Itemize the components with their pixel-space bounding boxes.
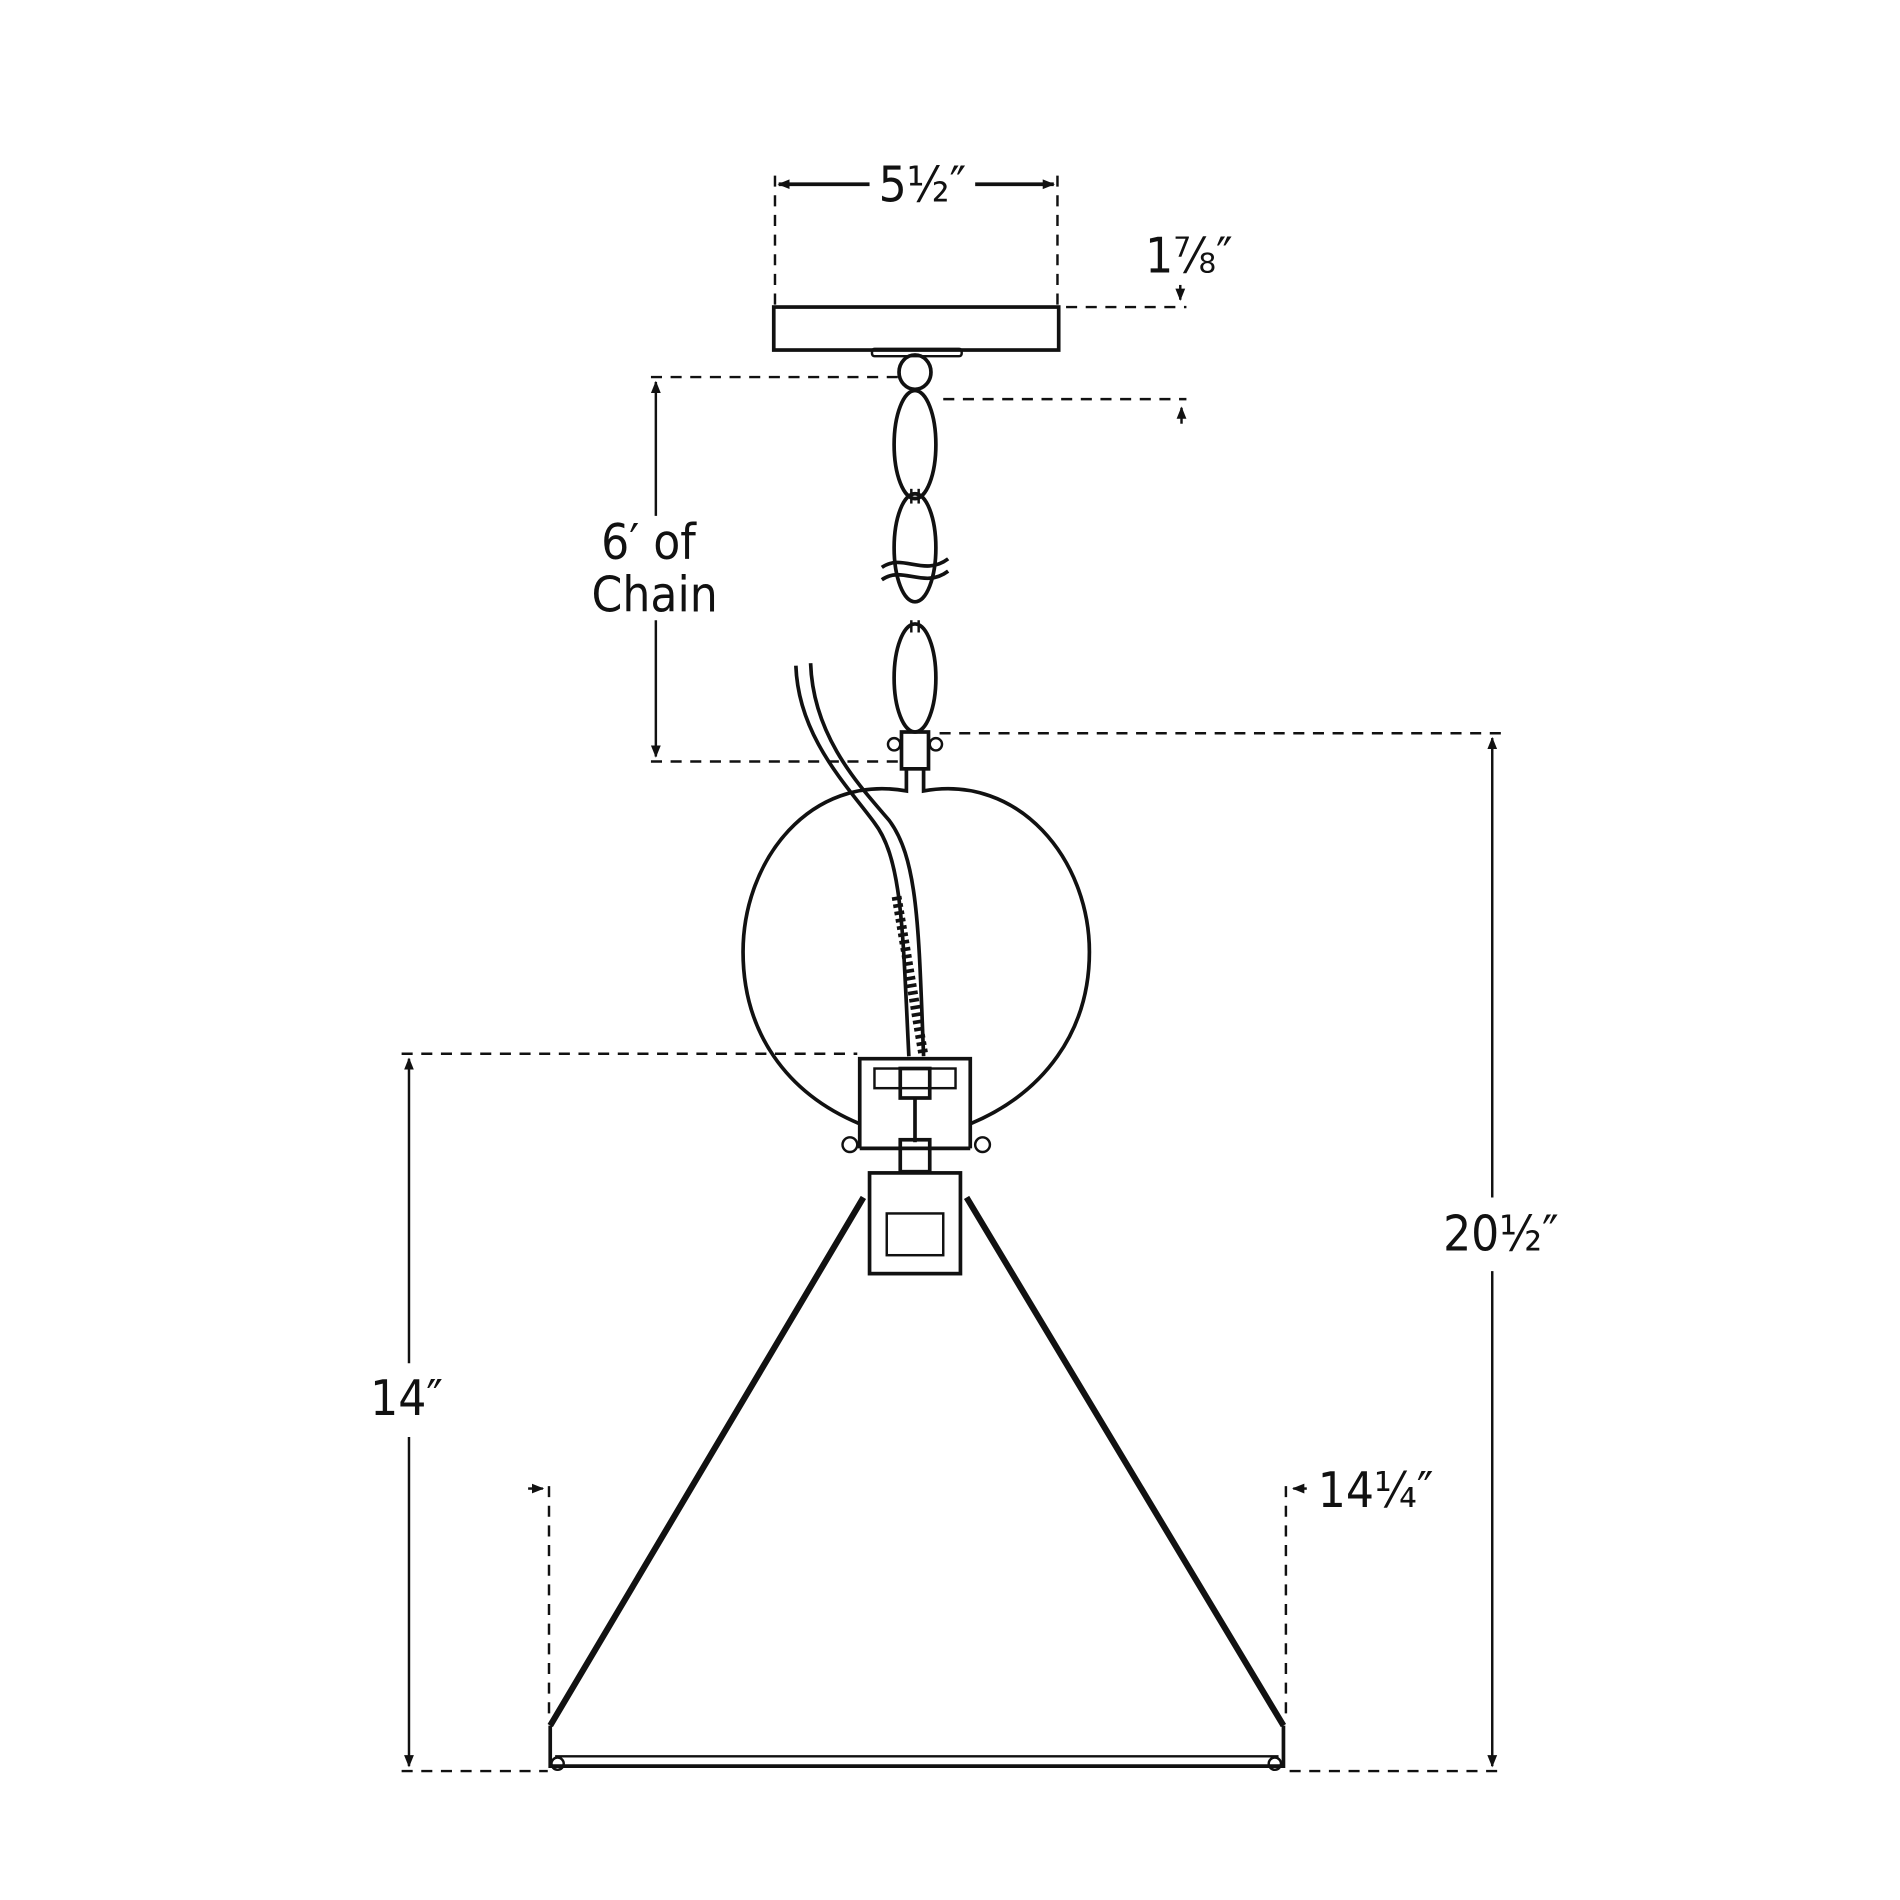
chain-label-line2: Chain xyxy=(592,566,718,624)
overall-height-dimension: 20½″ xyxy=(939,731,1559,1773)
ring-hanger xyxy=(741,730,1092,1154)
chain xyxy=(880,353,950,734)
shade-height-dimension: 14″ xyxy=(370,1052,858,1773)
canopy-height-dimension: 1⅞″ xyxy=(943,227,1233,424)
canopy-height-label: 1⅞″ xyxy=(1145,227,1232,285)
power-cord xyxy=(794,663,929,1058)
overall-height-label: 20½″ xyxy=(1443,1204,1559,1262)
canopy xyxy=(771,305,1061,358)
cone-shade xyxy=(547,1195,1287,1772)
shade-height-label: 14″ xyxy=(370,1369,443,1427)
canopy-width-dimension: 5½″ xyxy=(773,155,1059,305)
shade-width-dimension: 14¼″ xyxy=(528,1461,1434,1720)
canopy-width-label: 5½″ xyxy=(879,155,966,213)
socket-housing xyxy=(857,1056,973,1276)
shade-width-label: 14¼″ xyxy=(1318,1461,1434,1519)
chain-label-line1: 6′ of xyxy=(601,513,697,571)
chain-length-dimension: 6′ of Chain xyxy=(592,375,901,763)
